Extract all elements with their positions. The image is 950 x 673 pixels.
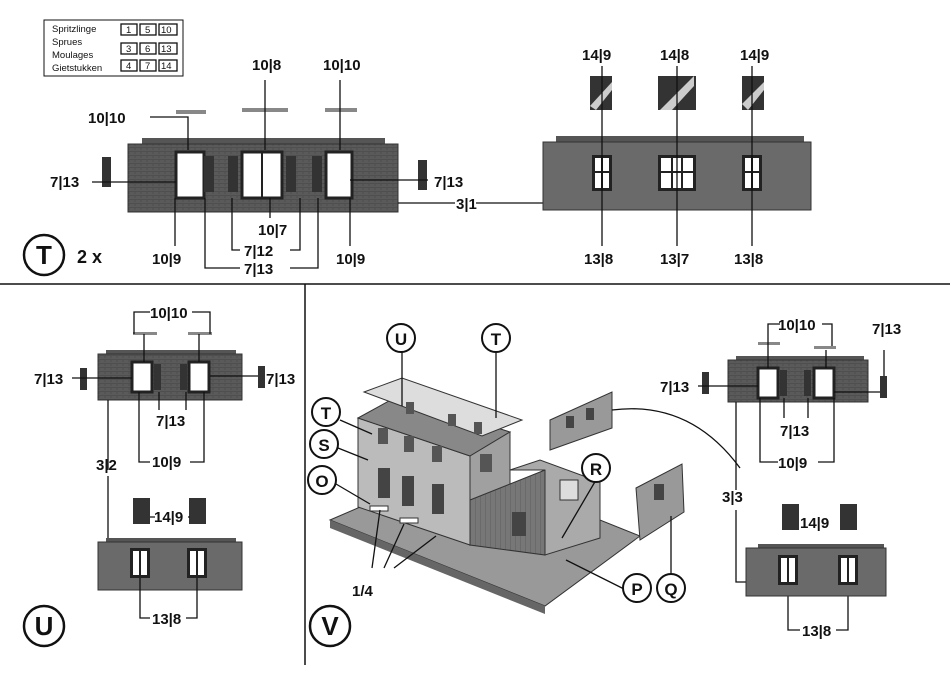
legend-row-1-name: Spritzlinge: [52, 24, 96, 35]
label-part-10-9: 10|9: [152, 454, 181, 471]
shutter-part: [840, 504, 857, 530]
panel-t: 10|10 10|8 10|10 7|13 7|13 10|9 10|7 7|1…: [24, 47, 811, 278]
label-part-10-10: 10|10: [778, 317, 816, 334]
wall-part-3-1-front: [128, 138, 398, 212]
label-part-1-4: 1/4: [352, 583, 374, 600]
label-part-13-8: 13|8: [152, 611, 181, 628]
label-part-7-13: 7|13: [434, 174, 463, 191]
label-part-10-7: 10|7: [258, 222, 287, 239]
legend-num: 7: [145, 61, 150, 72]
label-part-10-10: 10|10: [88, 110, 126, 127]
callout-letter: T: [321, 404, 332, 423]
label-part-7-13: 7|13: [34, 371, 63, 388]
step-letter-v: V: [321, 611, 339, 641]
callout-letter: U: [395, 330, 407, 349]
shutter-part: [189, 498, 206, 524]
step-letter-u: U: [35, 611, 54, 641]
sill-part: [133, 332, 157, 335]
wall-part-3-2-front: [98, 350, 242, 400]
label-part-7-13: 7|13: [244, 261, 273, 278]
legend-row-4-name: Gietstukken: [52, 63, 102, 74]
label-part-13-8: 13|8: [584, 251, 613, 268]
label-part-13-7: 13|7: [660, 251, 689, 268]
label-part-3-3: 3|3: [722, 489, 743, 506]
sill-part: [758, 342, 780, 345]
label-part-10-8: 10|8: [252, 57, 281, 74]
label-part-13-8: 13|8: [802, 623, 831, 640]
label-part-10-9: 10|9: [336, 251, 365, 268]
panel-u: 10|10 7|13 7|13 7|13 10|9 3|2 14|9 13|8 …: [24, 305, 295, 646]
legend-num: 4: [126, 61, 131, 72]
small-part-right: [418, 160, 427, 190]
label-part-7-13: 7|13: [780, 423, 809, 440]
legend-num: 3: [126, 44, 131, 55]
legend-num: 14: [161, 61, 172, 72]
label-part-7-13: 7|13: [266, 371, 295, 388]
wall-part-3-3-back: [746, 544, 886, 596]
small-part-left: [80, 368, 87, 390]
label-part-7-13: 7|13: [660, 379, 689, 396]
label-part-13-8: 13|8: [734, 251, 763, 268]
sill-part: [176, 110, 206, 114]
small-part-right: [258, 366, 265, 388]
label-part-7-12: 7|12: [244, 243, 273, 260]
legend-num: 6: [145, 44, 150, 55]
multiplier-label: 2 x: [77, 247, 102, 267]
legend-row-3-name: Moulages: [52, 50, 93, 61]
label-part-3-2: 3|2: [96, 457, 117, 474]
loose-wall-s: [550, 392, 612, 450]
wall-part-3-2-back: [98, 538, 242, 590]
label-part-10-9: 10|9: [778, 455, 807, 472]
small-part-right: [880, 376, 887, 398]
sill-part: [325, 108, 357, 112]
label-part-14-9: 14|9: [800, 515, 829, 532]
label-part-3-1: 3|1: [456, 196, 477, 213]
label-part-14-8: 14|8: [660, 47, 689, 64]
label-part-14-9: 14|9: [740, 47, 769, 64]
sill-part: [814, 346, 836, 349]
callout-letter: O: [315, 472, 328, 491]
label-part-10-10: 10|10: [150, 305, 188, 322]
label-part-7-13: 7|13: [872, 321, 901, 338]
wall-part-3-3-front: [728, 356, 868, 402]
small-part-left: [702, 372, 709, 394]
shutter-part: [133, 498, 150, 524]
label-part-7-13: 7|13: [156, 413, 185, 430]
callout-letter: S: [318, 436, 329, 455]
callout-letter: R: [590, 460, 602, 479]
label-part-14-9: 14|9: [582, 47, 611, 64]
legend-num: 13: [161, 44, 172, 55]
sprue-legend: Spritzlinge Sprues Moulages Gietstukken …: [44, 20, 183, 76]
loose-wall-q: [636, 464, 684, 540]
label-part-14-9: 14|9: [154, 509, 183, 526]
shutter-part: [782, 504, 799, 530]
platform-step: [370, 506, 388, 511]
callout-letter: T: [491, 330, 502, 349]
label-part-10-9: 10|9: [152, 251, 181, 268]
legend-num: 5: [145, 25, 150, 36]
legend-row-2-name: Sprues: [52, 37, 82, 48]
callout-letter: Q: [664, 580, 677, 599]
label-part-7-13: 7|13: [50, 174, 79, 191]
panel-v: U T T S O R P Q 1/4: [308, 317, 901, 646]
legend-num: 10: [161, 25, 172, 36]
sill-part: [188, 332, 212, 335]
legend-num: 1: [126, 25, 131, 36]
label-part-10-10: 10|10: [323, 57, 361, 74]
callout-letter: P: [631, 580, 642, 599]
platform-step: [400, 518, 418, 523]
step-letter-t: T: [36, 240, 52, 270]
